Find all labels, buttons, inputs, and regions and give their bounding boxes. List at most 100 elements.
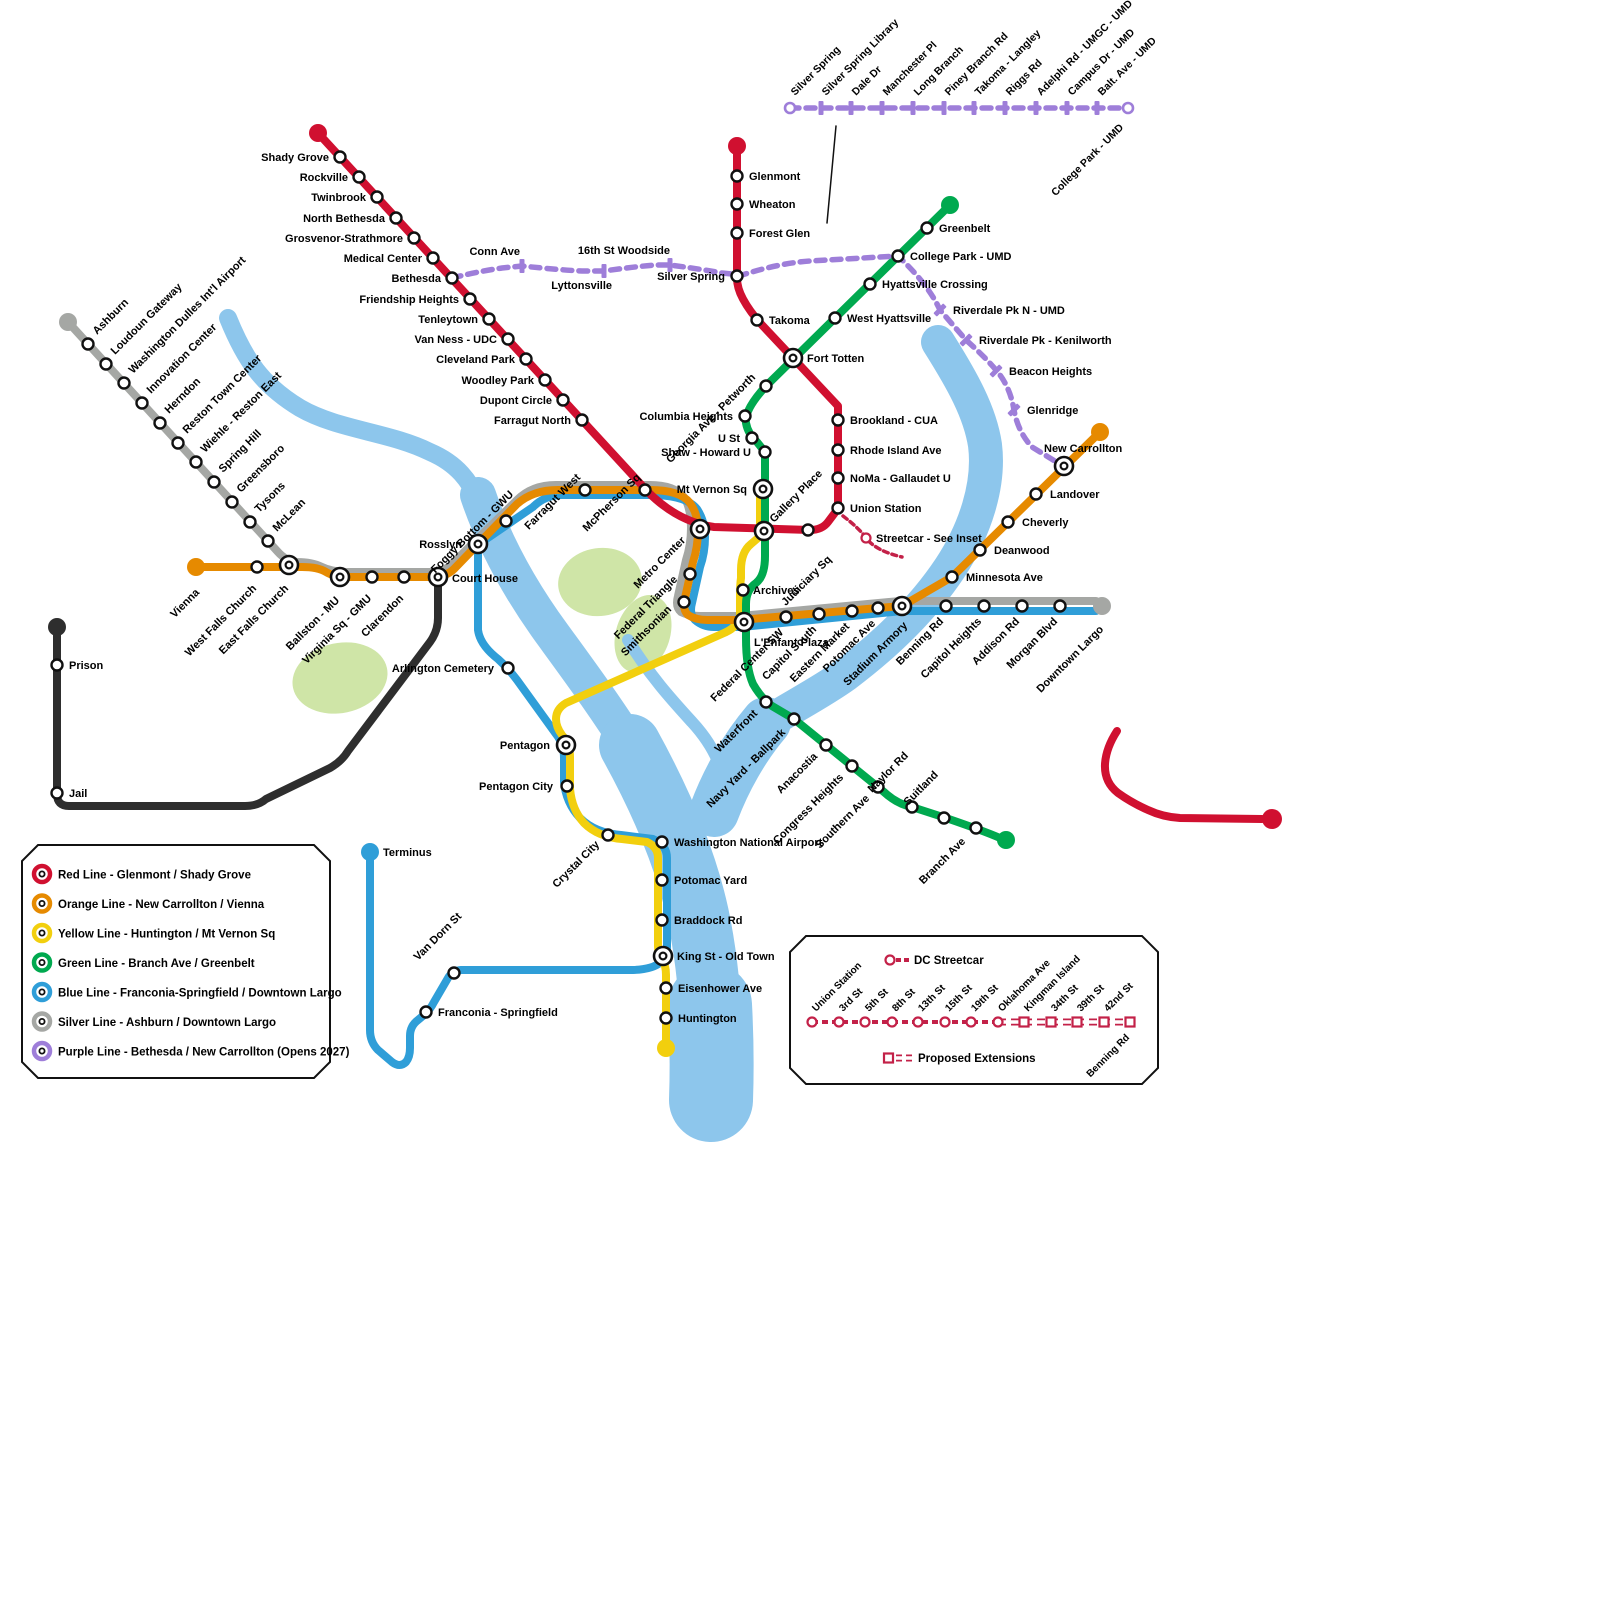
- station-16th-st-woodside: [667, 258, 673, 272]
- station-virginia-sq-gmu: [365, 570, 379, 584]
- station-landover: [1029, 487, 1043, 501]
- station-riverdale-pk-kenilworth: [959, 333, 973, 347]
- station-label-greenbelt: Greenbelt: [939, 223, 991, 235]
- station-label-friendship-heights: Friendship Heights: [359, 294, 459, 306]
- station-l-enfant-plaza-core: [739, 617, 749, 627]
- station-balt-ave-umd: [1094, 101, 1100, 115]
- station-label-branch-ave: Branch Ave: [917, 836, 968, 887]
- station-label-grosvenor-strathmore: Grosvenor-Strathmore: [285, 233, 403, 245]
- station-morgan-blvd: [1053, 599, 1067, 613]
- station-mclean: [261, 534, 275, 548]
- station-label-loudoun-gateway: Loudoun Gateway: [109, 281, 186, 358]
- station-label-van-ness-udc: Van Ness - UDC: [414, 334, 497, 346]
- legend-line-icon-core-green: [38, 959, 46, 967]
- station-label-eisenhower-ave: Eisenhower Ave: [678, 983, 762, 995]
- red-line: [314, 129, 842, 534]
- station-naylor-rd: [905, 800, 919, 814]
- station-label-crystal-city: Crystal City: [550, 838, 602, 890]
- inset-station-15th-st: [939, 1016, 951, 1028]
- station-red-terminus-dot: [728, 137, 746, 155]
- station-label-dupont-circle: Dupont Circle: [480, 395, 552, 407]
- station-anacostia: [819, 738, 833, 752]
- station-grosvenor-strathmore: [407, 231, 421, 245]
- station-farragut-north: [575, 413, 589, 427]
- station-van-ness-udc: [501, 332, 515, 346]
- station-riggs-rd: [1002, 101, 1008, 115]
- station-silver-terminus-dot: [59, 313, 77, 331]
- station-label-rhode-island-ave: Rhode Island Ave: [850, 445, 941, 457]
- station-pentagon-city: [560, 779, 574, 793]
- station-adelphi-rd-umgc-umd: [1033, 101, 1039, 115]
- station-rhode-island-ave: [831, 443, 845, 457]
- station-congress-heights: [845, 759, 859, 773]
- station-label-court-house: Court House: [452, 573, 518, 585]
- river-segment: [460, 477, 654, 773]
- station-campus-dr-umd: [1064, 101, 1070, 115]
- station-label-jail: Jail: [69, 788, 87, 800]
- park-area: [292, 642, 388, 714]
- detail-callout-line: [826, 125, 837, 224]
- station-label-pentagon: Pentagon: [500, 740, 550, 752]
- station-tysons: [243, 515, 257, 529]
- station-label-tenleytown: Tenleytown: [418, 314, 478, 326]
- station-label-16th-st-woodside: 16th St Woodside: [578, 245, 670, 257]
- station-label-noma-gallaudet-u: NoMa - Gallaudet U: [850, 473, 951, 485]
- legend-label-blue: Blue Line - Franconia-Springfield / Down…: [58, 988, 342, 1000]
- park-area: [614, 595, 672, 673]
- station-label-glenridge: Glenridge: [1027, 405, 1078, 417]
- station-mcpherson-sq: [638, 483, 652, 497]
- station-hyattsville-crossing: [863, 277, 877, 291]
- station-lyttonsville: [601, 264, 607, 278]
- station-conn-ave: [519, 259, 525, 273]
- river-segment: [745, 325, 1003, 743]
- station-washington-dulles-int-l-airport: [117, 376, 131, 390]
- station-noma-gallaudet-u: [831, 471, 845, 485]
- inset-station-kingman-island: [1018, 1016, 1030, 1028]
- station-label-riverdale-pk-n-umd: Riverdale Pk N - UMD: [953, 305, 1065, 317]
- legend-line-icon-core-orange: [38, 900, 46, 908]
- station-label-west-hyattsville: West Hyattsville: [847, 313, 931, 325]
- river-segment: [668, 963, 754, 1142]
- station-label-manchester-pl: Manchester Pl: [881, 39, 940, 98]
- station-label-bethesda: Bethesda: [391, 273, 441, 285]
- station-braddock-rd: [655, 913, 669, 927]
- purple-line: [449, 253, 1061, 466]
- legend-box: [21, 844, 331, 1079]
- stations-layer: [48, 101, 1282, 1057]
- station-greensboro: [225, 495, 239, 509]
- inset-box: [789, 935, 1159, 1085]
- legend-line-icon-core-silver: [38, 1018, 46, 1026]
- station-brookland-cua: [831, 413, 845, 427]
- station-federal-triangle: [683, 567, 697, 581]
- station-herndon: [153, 416, 167, 430]
- station-long-branch: [910, 101, 916, 115]
- station-riverdale-pk-n-umd: [933, 303, 947, 317]
- inset-station-5th-st: [859, 1016, 871, 1028]
- inset-proposed-label: Proposed Extensions: [918, 1053, 1036, 1065]
- station-federal-center-sw: [779, 610, 793, 624]
- station-manchester-pl: [879, 101, 885, 115]
- station-rockville: [352, 170, 366, 184]
- station-georgia-ave-petworth: [759, 379, 773, 393]
- station-navy-yard-ballpark: [787, 712, 801, 726]
- station-label-silver-spring: Silver Spring: [657, 271, 725, 283]
- station-green-terminus-dot: [997, 831, 1015, 849]
- station-archives: [736, 583, 750, 597]
- station-label-union-station: Union Station: [850, 503, 922, 515]
- station-label-pentagon-city: Pentagon City: [479, 781, 554, 793]
- station-wiehle-reston-east: [189, 455, 203, 469]
- station-medical-center: [426, 251, 440, 265]
- station-franconia-springfield: [419, 1005, 433, 1019]
- station-crystal-city: [601, 828, 615, 842]
- station-arlington-cemetery: [501, 661, 515, 675]
- inset-station-42nd-st: [1098, 1016, 1110, 1028]
- station-label-brookland-cua: Brookland - CUA: [850, 415, 938, 427]
- station-loudoun-gateway: [99, 357, 113, 371]
- station-green-terminus-dot: [941, 196, 959, 214]
- station-orange-terminus-dot: [187, 558, 205, 576]
- station-label-gallery-place: Gallery Place: [768, 468, 825, 525]
- station-label-college-park-umd: College Park - UMD: [910, 251, 1012, 263]
- yellow-line: [552, 485, 764, 1052]
